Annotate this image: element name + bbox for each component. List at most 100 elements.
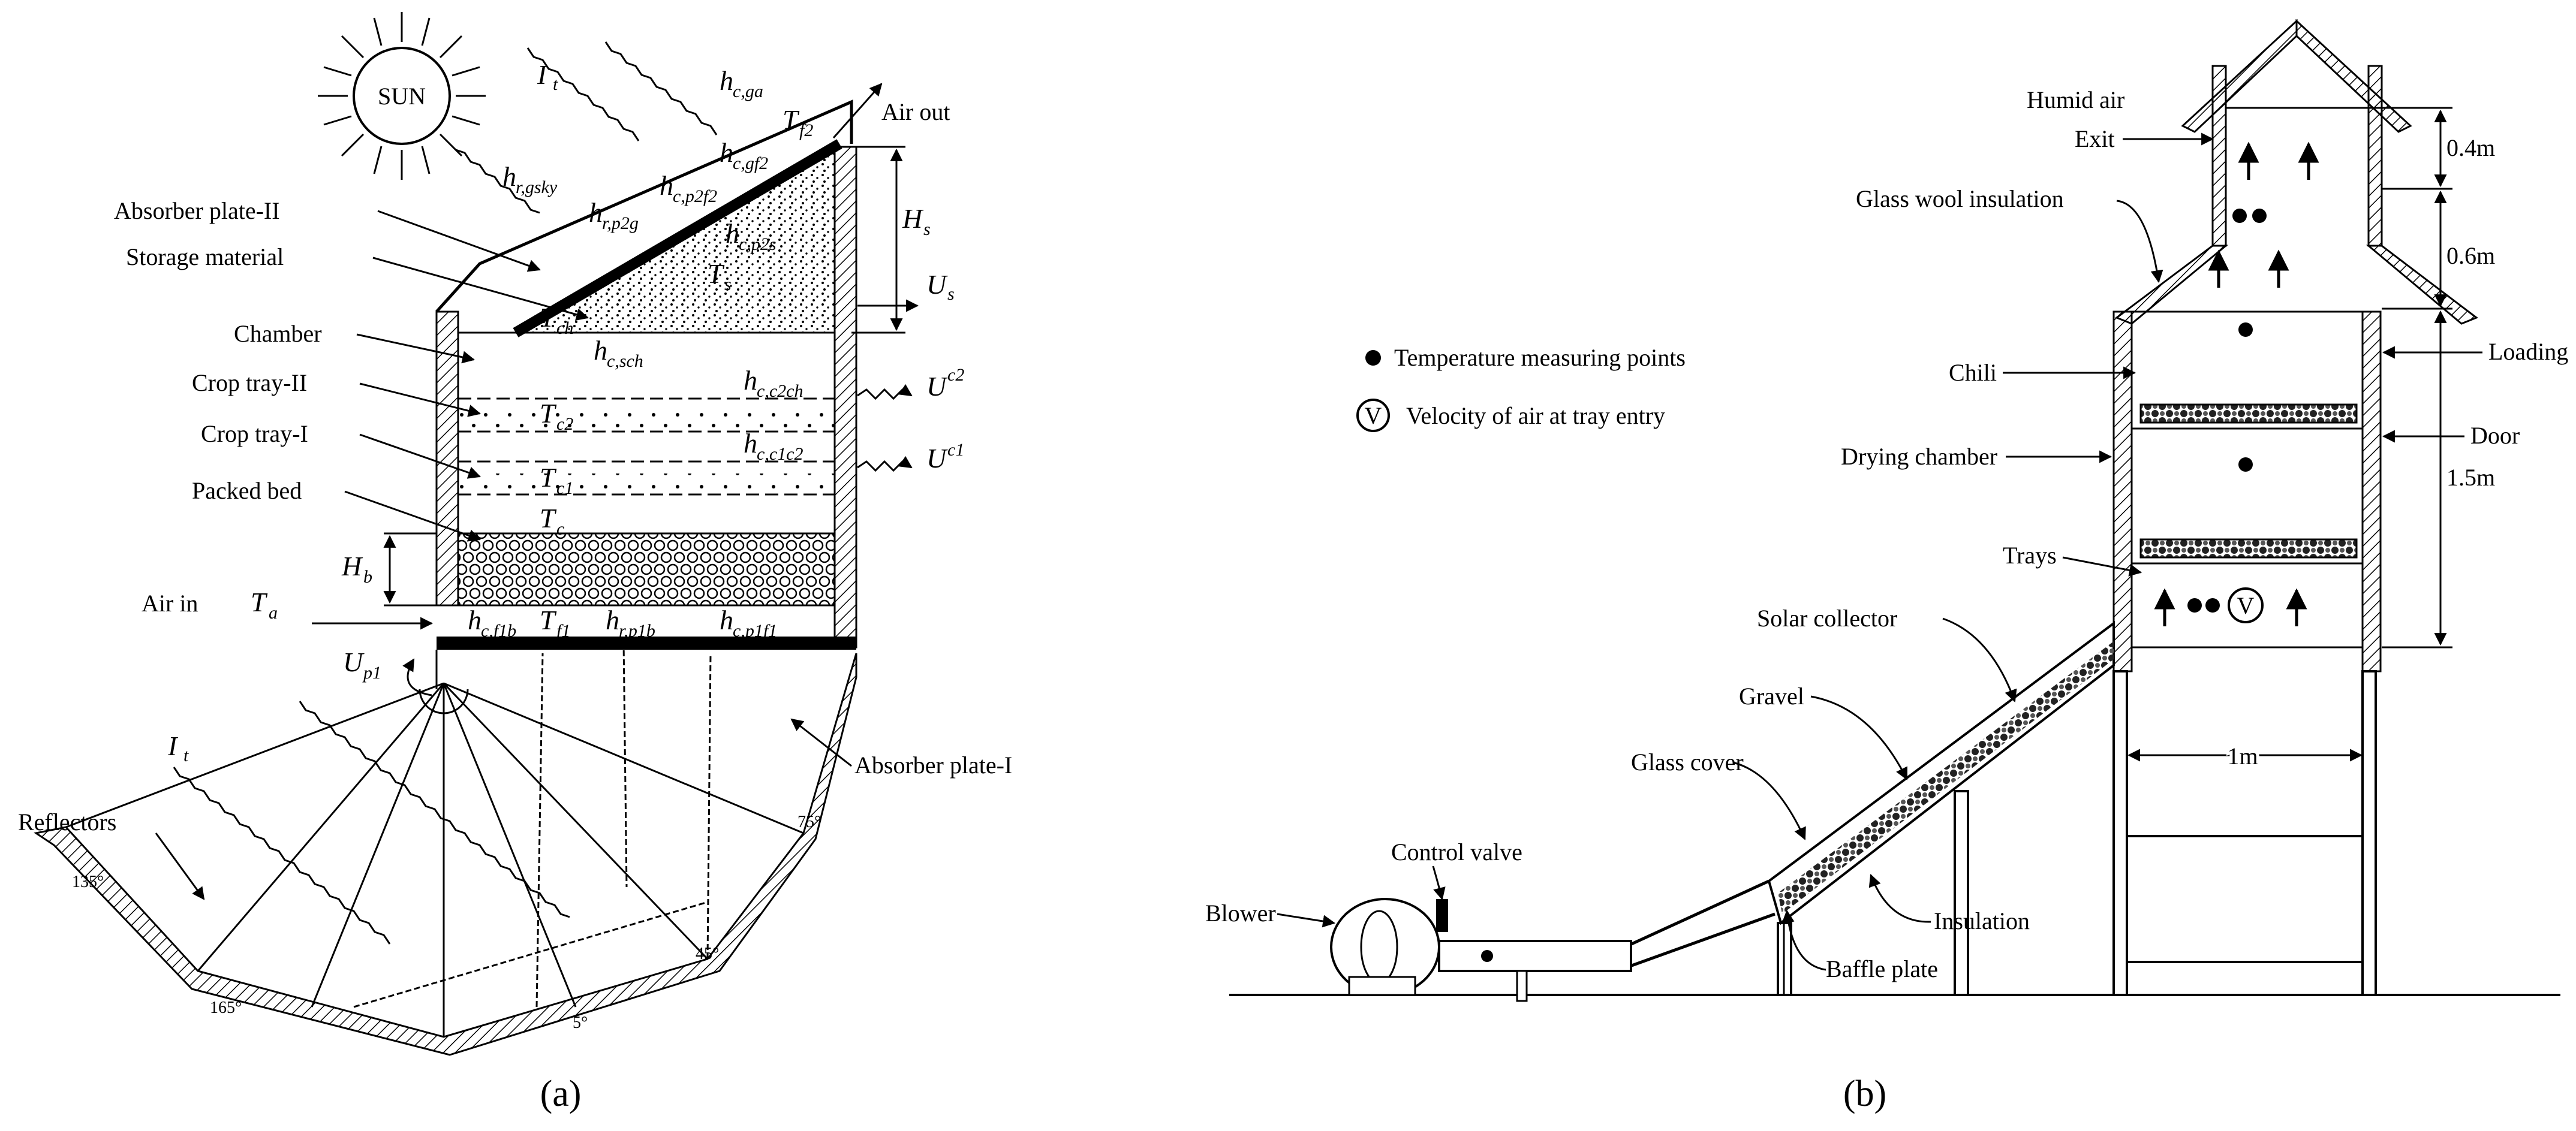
chamber-right-wall [2361, 310, 2382, 672]
svg-text:h: h [744, 428, 757, 459]
svg-text:T: T [540, 462, 557, 493]
svg-text:c,ga: c,ga [733, 82, 763, 101]
tray-upper [2139, 403, 2358, 424]
svg-text:c,c1c2: c,c1c2 [757, 444, 803, 464]
svg-text:h: h [726, 218, 739, 249]
svg-text:c2: c2 [947, 365, 964, 385]
heat-transfer-symbols: h c,ga T f2 h c,gf2 h c,p2f2 h r,gsky h … [468, 65, 813, 641]
svg-text:165°: 165° [210, 999, 242, 1017]
panel-a: SUN I t [18, 12, 1012, 1114]
legend-temp: Temperature measuring points [1394, 344, 1686, 371]
dim-04: 0.4m [2446, 134, 2495, 161]
solar-rays-top [455, 41, 718, 214]
svg-text:h: h [720, 605, 733, 635]
svg-text:T: T [540, 398, 557, 429]
svg-text:5°: 5° [573, 1014, 588, 1032]
glass-cover-label: Glass cover [1631, 749, 1744, 776]
svg-text:c1: c1 [947, 440, 964, 460]
glass-cover-a [435, 99, 853, 313]
svg-text:T: T [540, 302, 557, 333]
svg-text:h: h [589, 197, 603, 228]
insulation-label: Insulation [1934, 907, 2030, 934]
svg-text:h: h [720, 65, 733, 96]
dim-15: 1.5m [2446, 464, 2495, 491]
loading-label: Loading [2488, 338, 2568, 365]
tray-lower [2139, 538, 2358, 559]
panel-b: Temperature measuring points V Velocity … [1205, 19, 2568, 1114]
svg-text:T: T [540, 605, 557, 635]
svg-text:r,p1b: r,p1b [619, 621, 655, 641]
air-out-label: Air out [881, 98, 950, 125]
door-label: Door [2470, 422, 2520, 449]
it-top-symbol: I [537, 59, 548, 90]
uc1-symbol: U [926, 443, 948, 473]
chamber-markers: V [2154, 141, 2319, 626]
humid-air-label: Humid air [2027, 86, 2124, 113]
svg-text:c,p2s: c,p2s [739, 234, 777, 254]
svg-text:T: T [783, 104, 800, 135]
blower-icon [1330, 898, 1440, 996]
velocity-legend-icon [1356, 399, 1390, 432]
hs-symbol: H [902, 203, 924, 234]
dryer-left-wall [435, 310, 459, 607]
svg-text:p1: p1 [362, 663, 381, 683]
svg-text:h: h [606, 605, 619, 635]
absorber-plate-2-label: Absorber plate-II [114, 197, 280, 224]
crop-tray-2-label: Crop tray-II [192, 369, 307, 396]
reflected-rays [65, 682, 804, 1037]
blower-label: Blower [1205, 900, 1276, 927]
solar-collector-label: Solar collector [1757, 605, 1897, 632]
svg-text:c2: c2 [556, 414, 573, 434]
svg-text:c,gf2: c,gf2 [733, 153, 768, 173]
solar-rays-bottom [173, 641, 712, 1008]
svg-text:c,sch: c,sch [607, 351, 643, 371]
ta-symbol: T [251, 587, 268, 617]
svg-text:h: h [744, 365, 757, 396]
dryer-right-wall [833, 146, 857, 649]
legend-vel: Velocity of air at tray entry [1406, 402, 1665, 429]
svg-text:V: V [2237, 592, 2255, 619]
svg-text:135°: 135° [72, 873, 104, 891]
sun-icon: SUN [318, 12, 486, 180]
crop-tray-1-label: Crop tray-I [201, 420, 308, 447]
svg-text:c1: c1 [556, 478, 573, 498]
dim-1: 1m [2227, 743, 2258, 770]
svg-text:h: h [720, 137, 733, 168]
svg-text:h: h [594, 335, 607, 366]
uc2-symbol: U [926, 371, 948, 402]
svg-text:c: c [556, 519, 564, 539]
packed-bed-label: Packed bed [192, 477, 302, 504]
us-symbol: U [926, 269, 948, 300]
drying-chamber-label: Drying chamber [1841, 443, 1997, 470]
svg-text:f1: f1 [556, 621, 570, 641]
control-valve-label: Control valve [1391, 839, 1522, 865]
trays-label: Trays [2003, 542, 2057, 569]
svg-text:f2: f2 [799, 120, 813, 140]
svg-text:T: T [540, 503, 557, 533]
it-bottom-symbol: I [167, 731, 179, 761]
storage-material-label: Storage material [126, 243, 284, 270]
reflector-trough [34, 653, 857, 1056]
svg-text:h: h [468, 605, 482, 635]
svg-text:s: s [724, 275, 732, 294]
chili-label: Chili [1949, 359, 1997, 386]
glass-wool-label: Glass wool insulation [1856, 185, 2064, 212]
svg-text:t: t [553, 74, 558, 94]
caption-a: (a) [540, 1073, 582, 1114]
temp-point-legend-icon [1365, 350, 1381, 366]
absorber-plate-1 [437, 637, 856, 650]
hb-symbol: H [341, 551, 363, 581]
svg-text:b: b [363, 567, 372, 587]
svg-text:75°: 75° [798, 813, 821, 831]
svg-text:45°: 45° [696, 945, 719, 963]
chamber-label: Chamber [234, 320, 322, 347]
svg-text:c,p2f2: c,p2f2 [673, 186, 717, 206]
roof-right [2295, 19, 2412, 133]
svg-text:a: a [269, 603, 278, 623]
absorber-plate-1-label: Absorber plate-I [854, 752, 1012, 779]
svg-text:s: s [923, 219, 931, 239]
up1-symbol: U [343, 647, 365, 677]
svg-text:h: h [502, 161, 516, 192]
svg-text:V: V [1365, 402, 1382, 429]
